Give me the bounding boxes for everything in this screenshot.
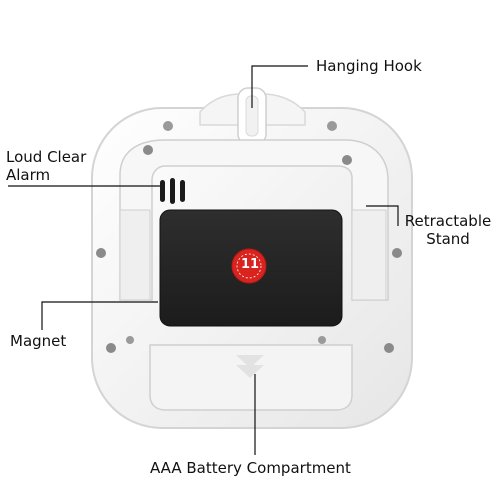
battery-compartment <box>149 344 353 411</box>
callout-battery-compartment: AAA Battery Compartment <box>150 459 351 477</box>
magnet-callout-line <box>41 301 158 330</box>
screw-icon <box>96 121 402 353</box>
callout-stand-line1: Retractable <box>404 212 492 230</box>
callout-magnet: Magnet <box>10 332 67 350</box>
brand-badge-icon <box>231 248 267 284</box>
battery-cover-arrow-icon <box>236 355 264 378</box>
badge-text: 11 <box>241 257 260 272</box>
retractable-stand <box>119 139 389 301</box>
alarm-speaker-icon <box>160 178 185 204</box>
callout-retractable-stand: Retractable Stand <box>400 212 496 248</box>
callout-lines <box>8 65 399 455</box>
callout-alarm-line2: Alarm <box>6 166 51 184</box>
callout-stand-line2: Stand <box>426 230 470 248</box>
callout-hanging-hook: Hanging Hook <box>316 57 422 75</box>
callout-alarm-line1: Loud Clear <box>6 148 87 166</box>
stand-callout-line <box>366 205 399 226</box>
callout-loud-clear-alarm: Loud Clear Alarm <box>6 148 86 184</box>
hook-callout-line <box>251 65 308 108</box>
